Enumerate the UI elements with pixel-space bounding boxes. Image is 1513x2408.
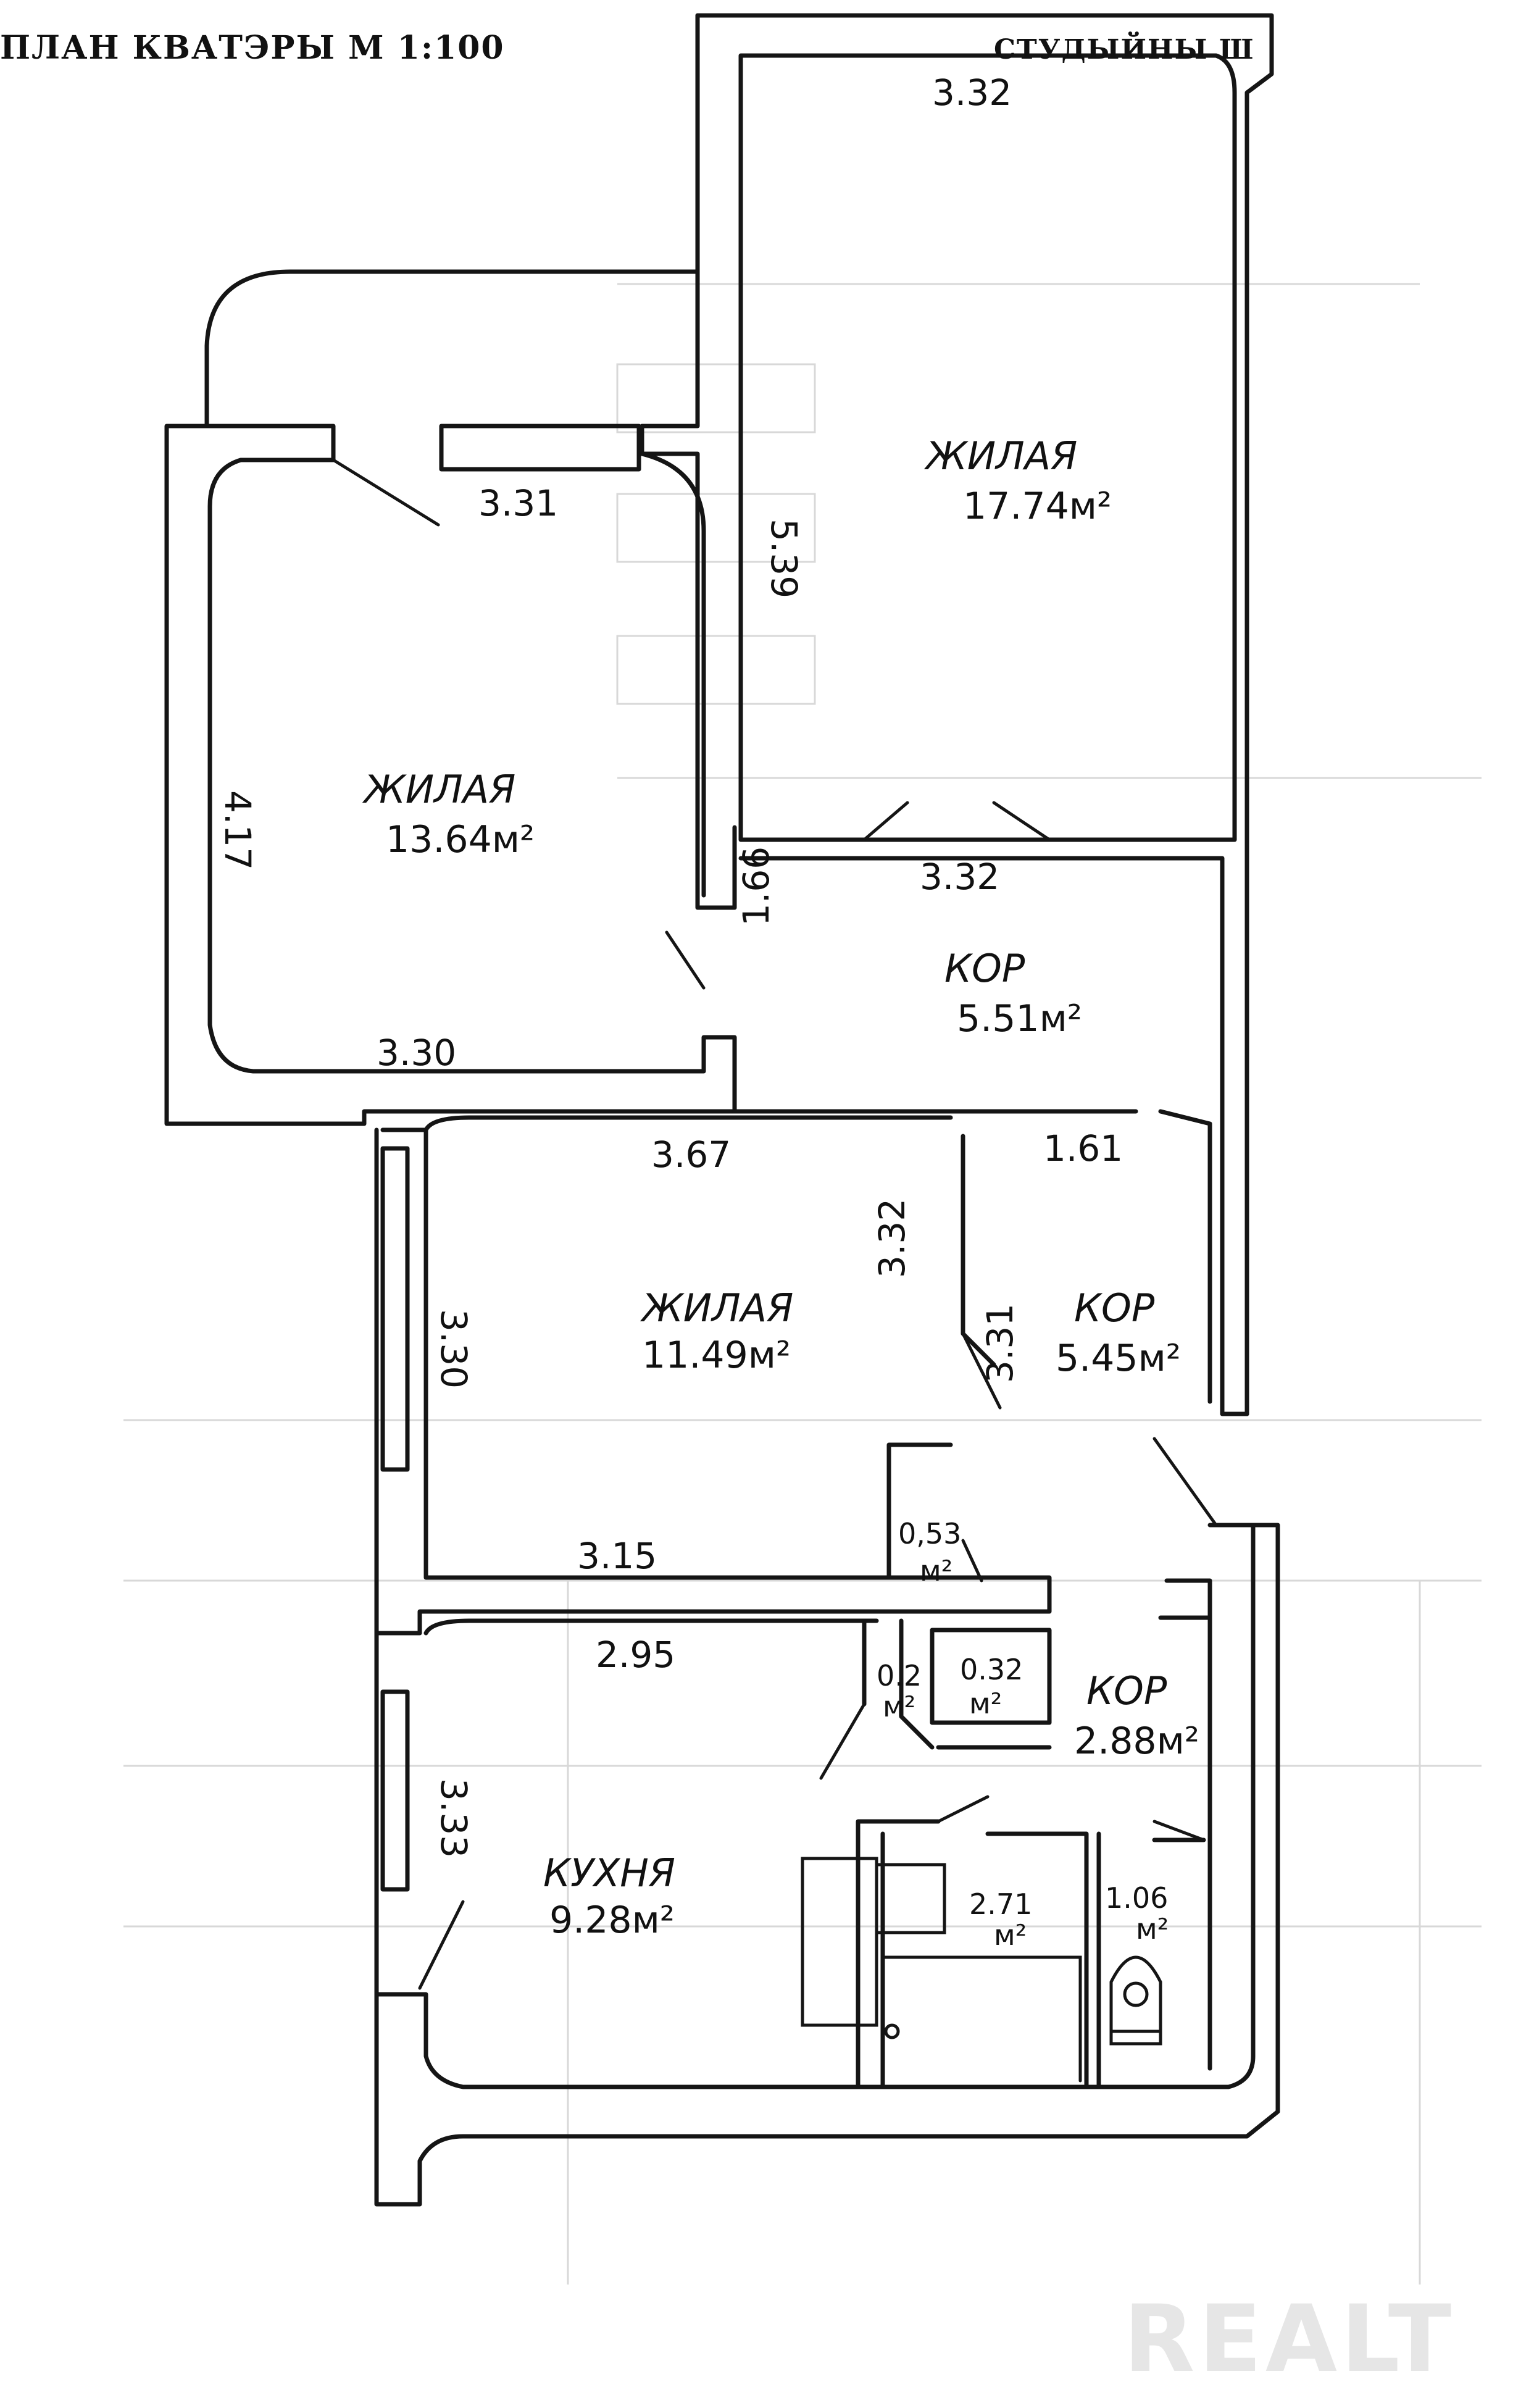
- watermark: REALT: [1123, 2286, 1455, 2393]
- wall-top-room: [695, 13, 1274, 1416]
- dim-kitchen-height: 3.33: [433, 1778, 475, 1858]
- dim-corridor-width: 3.32: [920, 856, 999, 898]
- dim-corridor-height: 1.66: [735, 847, 777, 926]
- wall-left-column: [640, 13, 737, 910]
- wall-middle-bedroom: [374, 1115, 1052, 1636]
- dim-corridor-2-width: 1.61: [1043, 1127, 1123, 1169]
- bath-fixture: [875, 1863, 946, 1934]
- dimension-labels: 3.32 5.39 3.31 4.17 3.32 3.30 1.66 3.67 …: [217, 72, 1123, 1858]
- area-wc-unit: м²: [1136, 1912, 1169, 1946]
- room-name-kitchen: КУХНЯ: [543, 1850, 675, 1896]
- dim-left-height: 4.17: [217, 790, 259, 870]
- area-bathroom-unit: м²: [994, 1918, 1027, 1952]
- dim-top-height: 5.39: [763, 519, 805, 598]
- dim-top-width: 3.32: [932, 72, 1012, 114]
- dim-left-top-width: 3.31: [478, 482, 558, 524]
- wall-left-bedroom: [164, 424, 737, 1126]
- room-area-bedroom-middle: 11.49м²: [642, 1334, 791, 1377]
- walls: [164, 13, 1280, 2207]
- room-area-corridor-3: 2.88м²: [1074, 1720, 1199, 1763]
- area-wc-value: 1.06: [1105, 1881, 1168, 1915]
- area-closet-unit: м²: [920, 1554, 952, 1587]
- room-area-corridor-2: 5.45м²: [1056, 1337, 1181, 1380]
- area-storage-unit: м²: [969, 1687, 1002, 1720]
- area-storage-value: 0.32: [960, 1653, 1023, 1686]
- balcony-door: [439, 424, 641, 472]
- small-area-labels: 0,53 м² 0.2 м² 0.32 м² 2.71 м² 1.06 м²: [877, 1517, 1169, 1952]
- toilet: [1109, 1955, 1162, 2046]
- wall-bathroom: [856, 1819, 1206, 2089]
- area-bathroom-value: 2.71: [969, 1888, 1032, 1921]
- room-name-bedroom-middle: ЖИЛАЯ: [640, 1286, 793, 1331]
- bathtub: [801, 1857, 878, 2027]
- room-name-bedroom-left: ЖИЛАЯ: [362, 767, 515, 812]
- wall-bedroom-inner-right: [640, 451, 706, 898]
- dim-middle-bottom-width: 3.15: [577, 1535, 657, 1577]
- dim-middle-left-height: 3.30: [433, 1309, 475, 1389]
- wall-corridor-upper: [732, 856, 1249, 1416]
- room-area-bedroom-left: 13.64м²: [386, 818, 535, 861]
- balcony-outline: [204, 269, 700, 429]
- bath-rim: [881, 1955, 1082, 2083]
- drain: [884, 2023, 900, 2039]
- wall-kor-right: [1158, 1523, 1256, 2071]
- dim-left-bottom-width: 3.30: [377, 1032, 456, 1074]
- top-right-text: СТУДЫЙНЫ Ш: [994, 31, 1255, 65]
- area-closet-value: 0,53: [898, 1517, 961, 1550]
- room-name-bedroom-large: ЖИЛАЯ: [923, 433, 1077, 479]
- toilet-seat: [1123, 1981, 1149, 2007]
- dim-middle-right-height: 3.32: [871, 1198, 913, 1278]
- wall-kitchen: [374, 1523, 1280, 2207]
- room-area-bedroom-large: 17.74м²: [963, 485, 1112, 528]
- wall-left-windows: [380, 1146, 410, 1892]
- plan-title: ПЛАН КВАТЭРЫ М 1:100: [0, 29, 505, 67]
- room-name-corridor-3: КОР: [1086, 1668, 1167, 1713]
- dim-middle-top-width: 3.67: [651, 1134, 731, 1176]
- dim-kitchen-width: 2.95: [596, 1634, 675, 1676]
- door-swings: [331, 458, 1218, 1990]
- room-name-corridor-2: КОР: [1074, 1286, 1155, 1331]
- dim-corridor-2-height: 3.31: [979, 1303, 1021, 1383]
- area-storage-small-value: 0.2: [877, 1659, 922, 1692]
- room-labels: ЖИЛАЯ 17.74м² ЖИЛАЯ 13.64м² КОР 5.51м² Ж…: [362, 433, 1199, 1942]
- room-area-corridor-1: 5.51м²: [957, 997, 1082, 1040]
- area-storage-small-unit: м²: [883, 1690, 915, 1723]
- wall-storage: [862, 1618, 1052, 1750]
- room-area-kitchen: 9.28м²: [549, 1899, 675, 1942]
- room-name-corridor-1: КОР: [944, 946, 1025, 991]
